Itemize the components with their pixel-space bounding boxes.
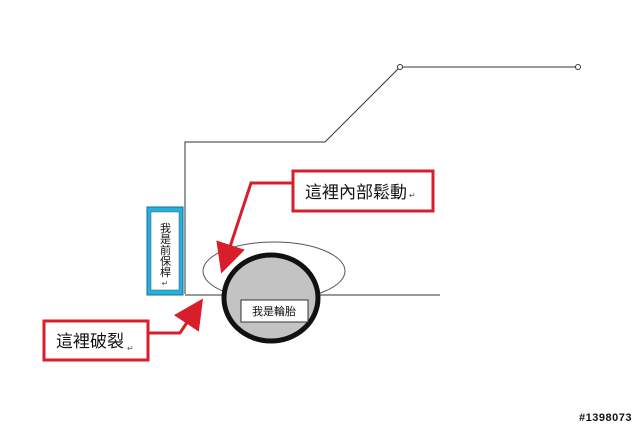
car-body-outline — [184, 66, 578, 294]
callout-crack-box — [42, 319, 150, 362]
watermark: #1398073 — [579, 412, 632, 424]
tire — [221, 252, 321, 344]
bumper-label: 我是前保桿 — [159, 222, 172, 278]
callout-crack-text: 這裡破裂 — [56, 332, 124, 352]
outline-endpoint-right — [575, 64, 581, 70]
arrow-loose — [216, 181, 293, 274]
callout-crack-mark: ↵ — [127, 344, 134, 353]
tire-label: 我是輪胎 — [252, 304, 296, 318]
callout-loose-box — [291, 169, 435, 213]
arrow-crack — [148, 298, 203, 335]
outline-endpoint-left — [397, 64, 403, 70]
callout-loose-text: 這裡內部鬆動 — [305, 182, 407, 203]
bumper-paragraph-mark: ↵ — [162, 279, 169, 288]
callout-loose-mark: ↵ — [409, 191, 416, 200]
tire-label-box — [240, 299, 309, 323]
front-bumper-inner — [150, 211, 180, 291]
